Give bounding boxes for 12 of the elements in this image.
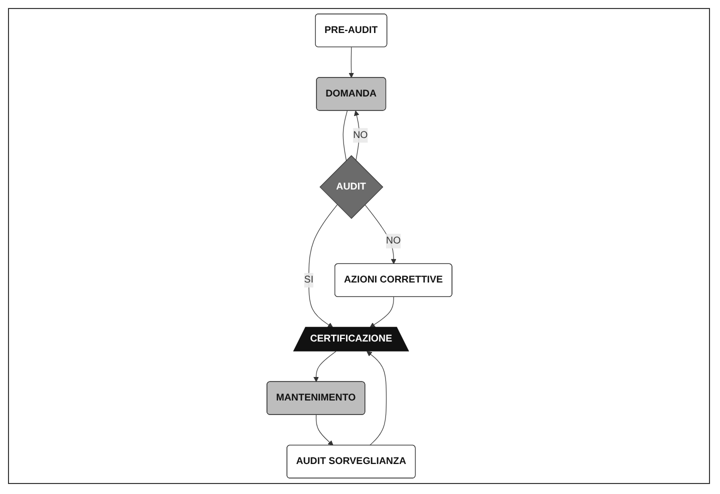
arrow <box>369 296 394 328</box>
edge-label: NO <box>386 236 400 246</box>
edge-label: NO <box>352 130 368 140</box>
arrow <box>308 204 338 328</box>
arrow <box>364 204 396 264</box>
arrow <box>366 351 386 446</box>
arrow <box>315 414 333 446</box>
connector <box>342 110 348 161</box>
edge-label: SI <box>304 274 313 286</box>
arrow <box>312 351 336 382</box>
node-diamond: AUDIT <box>319 155 383 219</box>
arrow <box>348 46 354 78</box>
